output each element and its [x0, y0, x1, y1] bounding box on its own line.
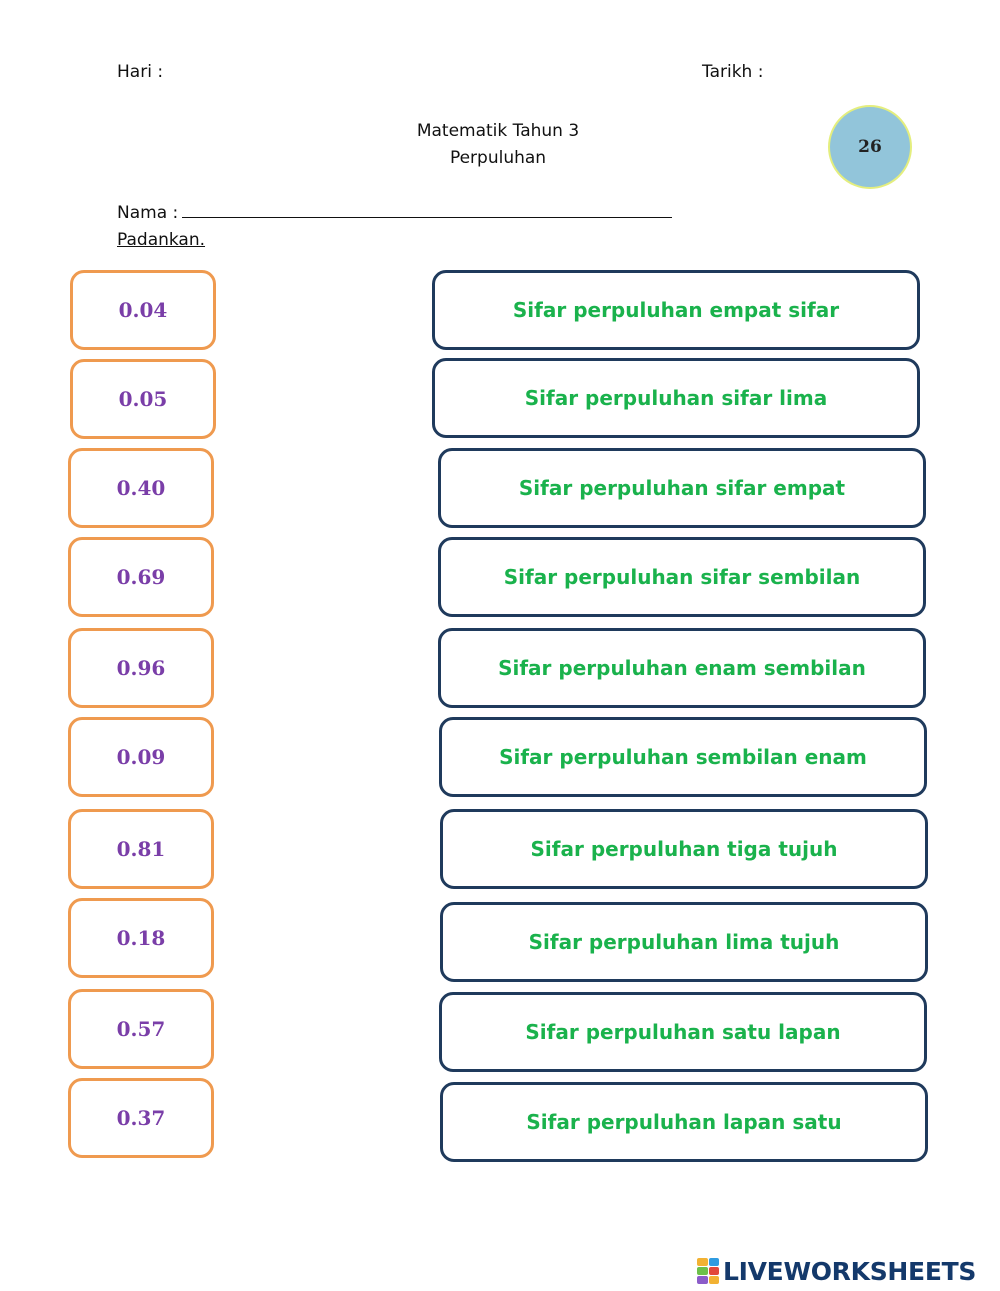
- number-card-6[interactable]: 0.09: [68, 717, 214, 797]
- number-card-7[interactable]: 0.81: [68, 809, 214, 889]
- number-card-1[interactable]: 0.04: [70, 270, 216, 350]
- day-label: Hari :: [117, 62, 164, 82]
- word-card-4[interactable]: Sifar perpuluhan sifar sembilan: [438, 537, 926, 617]
- word-card-6[interactable]: Sifar perpuluhan sembilan enam: [439, 717, 927, 797]
- word-card-2[interactable]: Sifar perpuluhan sifar lima: [432, 358, 920, 438]
- name-label: Nama :: [117, 203, 179, 223]
- worksheet-title: Matematik Tahun 3: [416, 121, 580, 141]
- word-card-1[interactable]: Sifar perpuluhan empat sifar: [432, 270, 920, 350]
- number-card-5[interactable]: 0.96: [68, 628, 214, 708]
- word-card-8[interactable]: Sifar perpuluhan lima tujuh: [440, 902, 928, 982]
- number-card-8[interactable]: 0.18: [68, 898, 214, 978]
- name-input-line[interactable]: [182, 203, 673, 218]
- number-card-2[interactable]: 0.05: [70, 359, 216, 439]
- number-card-10[interactable]: 0.37: [68, 1078, 214, 1158]
- number-card-3[interactable]: 0.40: [68, 448, 214, 528]
- worksheet-subtitle: Perpuluhan: [449, 148, 547, 168]
- logo-brand-text: LIVEWORKSHEETS: [723, 1256, 977, 1286]
- word-card-5[interactable]: Sifar perpuluhan enam sembilan: [438, 628, 926, 708]
- number-card-4[interactable]: 0.69: [68, 537, 214, 617]
- date-label: Tarikh :: [702, 62, 764, 82]
- word-card-7[interactable]: Sifar perpuluhan tiga tujuh: [440, 809, 928, 889]
- number-card-9[interactable]: 0.57: [68, 989, 214, 1069]
- name-row: Nama :: [117, 203, 673, 223]
- instruction-text: Padankan.: [117, 230, 206, 250]
- liveworksheets-logo: LIVEWORKSHEETS: [697, 1256, 976, 1286]
- word-card-10[interactable]: Sifar perpuluhan lapan satu: [440, 1082, 928, 1162]
- logo-mark-icon: [697, 1258, 719, 1284]
- word-card-3[interactable]: Sifar perpuluhan sifar empat: [438, 448, 926, 528]
- page-number-badge: 26: [828, 105, 912, 189]
- word-card-9[interactable]: Sifar perpuluhan satu lapan: [439, 992, 927, 1072]
